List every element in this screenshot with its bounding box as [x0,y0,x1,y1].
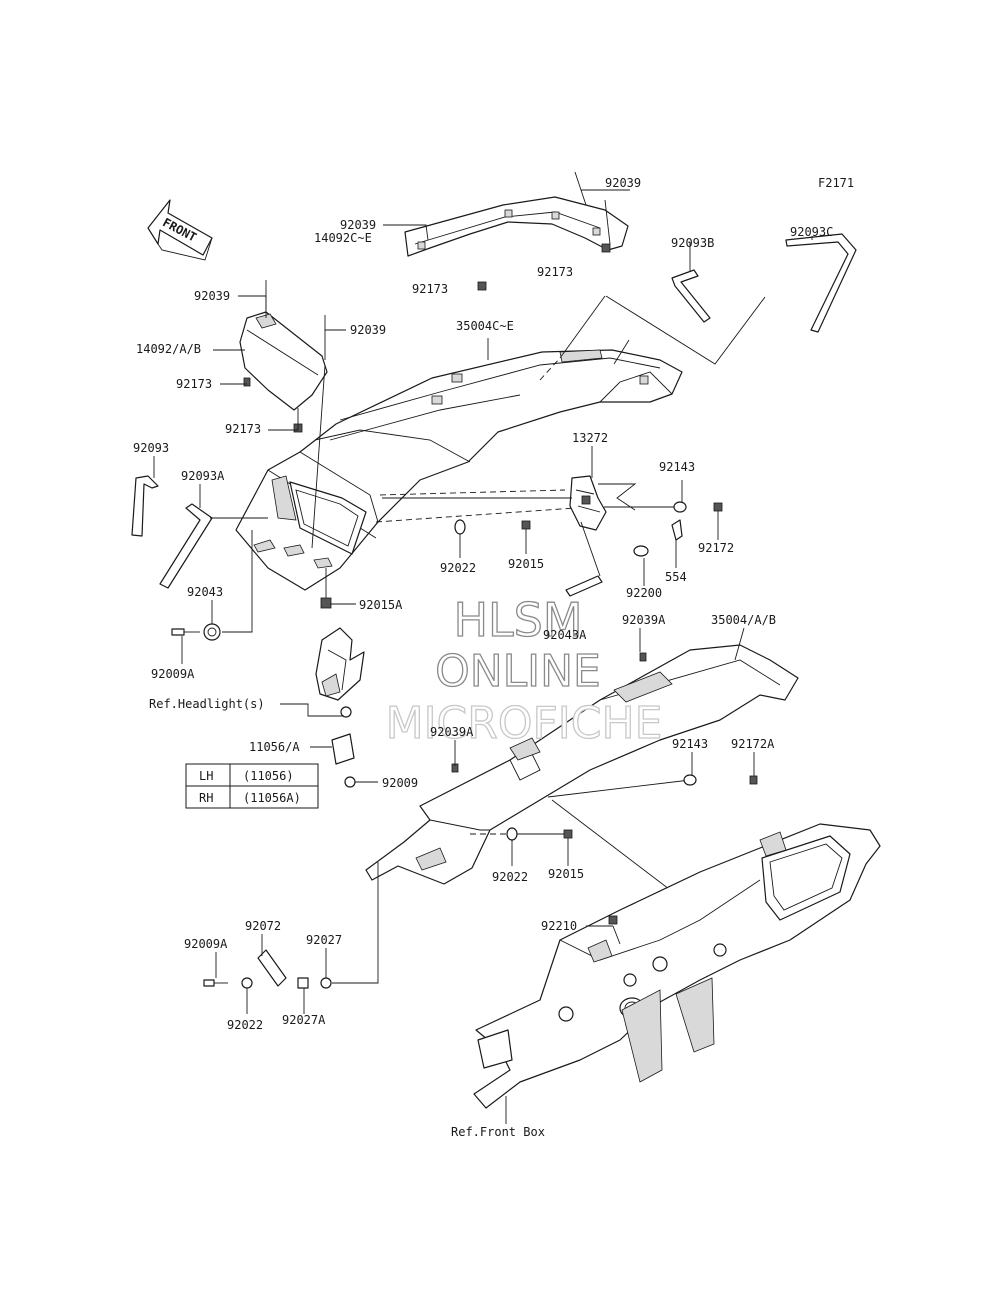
label-35004-a-b: 35004/A/B [711,613,776,627]
label-92093: 92093 [133,441,169,455]
clip-554 [671,519,683,541]
label-92093b: 92093B [671,236,714,250]
label-92172a: 92172A [731,737,775,751]
label-92009a-a: 92009A [151,667,195,681]
label-92039a-b: 92039A [430,725,474,739]
cover-35004-a-b [365,644,799,885]
table-lh: LH [199,769,213,783]
label-92173-c: 92173 [176,377,212,391]
washer-92022-top [454,519,466,535]
label-ref-front-box: Ref.Front Box [451,1125,545,1139]
front-arrow: FRONT [147,199,213,261]
strip-92093c [785,233,857,333]
upper-trim-14092c-e [404,196,629,291]
washer-92022-mid [506,827,518,841]
label-92022-c: 92022 [227,1018,263,1032]
label-92039-top: 92039 [605,176,641,190]
headlight-bracket [315,627,365,718]
grommet-92072 [257,949,287,987]
strip-92093 [131,475,159,537]
label-92143-a: 92143 [659,460,695,474]
label-92039a-a: 92039A [622,613,666,627]
nut-92015-top [521,520,531,530]
label-92015a: 92015A [359,598,403,612]
screw-92009a-top [171,628,200,636]
label-92143-b: 92143 [672,737,708,751]
label-92043: 92043 [187,585,223,599]
table-rh-part: (11056A) [243,791,301,805]
washer-92022-bottom [241,977,253,989]
watermark-line2: ONLINE [435,646,601,697]
label-92015: 92015 [508,557,544,571]
label-13272: 13272 [572,431,608,445]
label-92039-a: 92039 [340,218,376,232]
bolt-92172a [749,775,758,785]
label-92027: 92027 [306,933,342,947]
watermark: HLSM ONLINE MICROFICHE [385,592,663,749]
label-554: 554 [665,570,687,584]
label-92043a: 92043A [543,628,587,642]
bolt-92172 [713,502,723,512]
washer-92143 [673,501,687,513]
label-92210: 92210 [541,919,577,933]
label-92093a: 92093A [181,469,225,483]
watermark-line1: HLSM [453,593,582,647]
side-table: LH (11056) RH (11056A) [185,763,319,809]
label-92022-b: 92022 [492,870,528,884]
label-92173-b: 92173 [537,265,573,279]
label-92039-left: 92039 [194,289,230,303]
table-rh: RH [199,791,213,805]
washer-92027 [320,977,332,989]
screw-92009a-bottom [203,979,228,987]
label-11056-a: 11056/A [249,740,300,754]
strip-92093a [159,503,213,589]
label-92027a: 92027A [282,1013,326,1027]
label-92015-b: 92015 [548,867,584,881]
washer-92143-lower [683,774,697,786]
nut-92015-mid [563,829,573,839]
figure-code: F2171 [818,176,854,190]
table-lh-part: (11056) [243,769,294,783]
bracket-11056-a [331,733,356,788]
dash-panel [473,823,881,1109]
label-92072: 92072 [245,919,281,933]
bracket-13272 [565,475,607,597]
label-14092c-e: 14092C~E [314,231,372,245]
label-92022-a: 92022 [440,561,476,575]
strip-92093b [671,269,711,323]
nut-92015a [320,597,332,609]
grommet-92043 [203,623,221,641]
part-labels: 92039 92039 14092C~E 92173 92173 92093B … [133,176,833,1139]
label-92173-d: 92173 [225,422,261,436]
label-92039-mid: 92039 [350,323,386,337]
label-92173-a: 92173 [412,282,448,296]
label-ref-headlight: Ref.Headlight(s) [149,697,265,711]
label-92200: 92200 [626,586,662,600]
collar-92027a [297,977,309,989]
watermark-line3: MICROFICHE [386,698,663,749]
label-92172: 92172 [698,541,734,555]
label-35004c-e: 35004C~E [456,319,514,333]
label-92009a-b: 92009A [184,937,228,951]
label-92093c: 92093C [790,225,833,239]
cowl-35004c-e [235,349,683,591]
left-trim-14092-a-b [239,311,328,433]
label-14092-a-b: 14092/A/B [136,342,201,356]
label-92009: 92009 [382,776,418,790]
washer-92200 [633,545,649,557]
